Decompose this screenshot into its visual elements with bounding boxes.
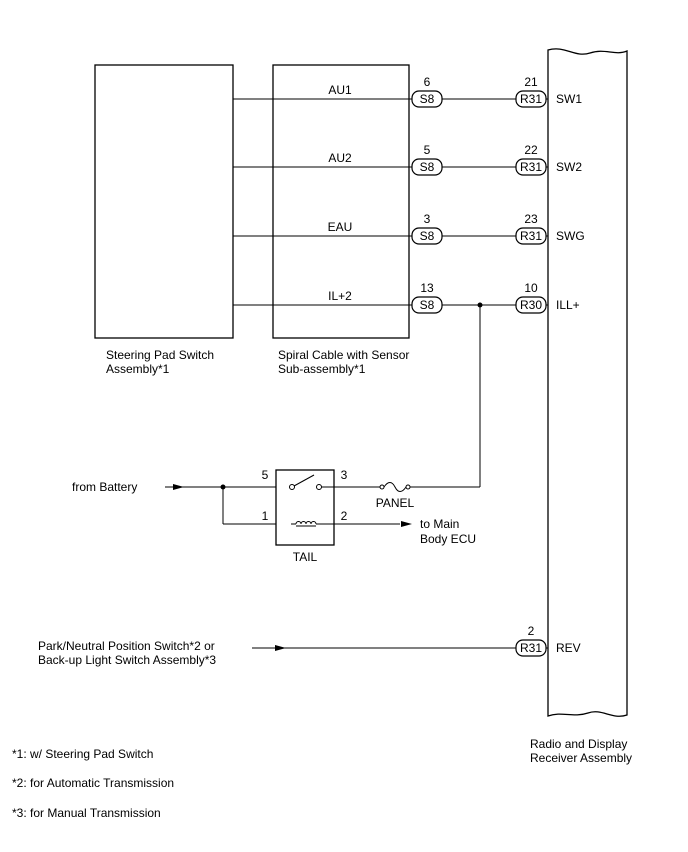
s8-connector-label: S8 (420, 229, 435, 243)
s8-connector (411, 158, 443, 176)
footnote: *1: w/ Steering Pad Switch (12, 747, 153, 761)
footnote: *3: for Manual Transmission (12, 806, 161, 820)
terminal-sw2: SW2 (556, 160, 582, 174)
r-pin-number: 22 (524, 143, 538, 157)
s8-pin-number: 6 (424, 75, 431, 89)
s8-connector (411, 227, 443, 245)
r-connector-label: R31 (520, 160, 542, 174)
radio-receiver-label: Receiver Assembly (530, 751, 632, 765)
battery-arrow (165, 484, 291, 525)
radio-receiver-label: Radio and Display (530, 737, 627, 751)
r-connector-label: R31 (520, 229, 542, 243)
relay-pin-3: 3 (341, 468, 348, 482)
steering-pad-label: Steering Pad Switch (106, 348, 214, 362)
radio-receiver-block (547, 48, 628, 717)
s8-connector-label: S8 (420, 92, 435, 106)
r31-connector (515, 227, 547, 245)
r-pin-number: 23 (524, 212, 538, 226)
wire-label-au2: AU2 (328, 151, 352, 165)
tail-relay-label: TAIL (293, 550, 318, 564)
s8-connector (411, 296, 443, 314)
s8-pin-number: 13 (420, 281, 434, 295)
rev-pin-number: 2 (528, 624, 535, 638)
spiral-cable-box (272, 64, 410, 339)
terminal-swg: SWG (556, 229, 585, 243)
s8-connector (411, 90, 443, 108)
panel-fuse-label: PANEL (376, 496, 415, 510)
s8-pin-number: 5 (424, 143, 431, 157)
s8-connector-label: S8 (420, 160, 435, 174)
spiral-cable-label: Sub-assembly*1 (278, 362, 366, 376)
relay-pin-2: 2 (341, 509, 348, 523)
s8-connector-label: S8 (420, 298, 435, 312)
steering-pad-switch-box (94, 64, 234, 339)
terminal-sw1: SW1 (556, 92, 582, 106)
from-battery-label: from Battery (72, 480, 137, 494)
relay-pin-1: 1 (262, 509, 269, 523)
r31-connector (515, 90, 547, 108)
rev-connector-label: R31 (520, 641, 542, 655)
r30-connector (515, 296, 547, 314)
r-pin-number: 10 (524, 281, 538, 295)
r-connector-label: R30 (520, 298, 542, 312)
wire-label-eau: EAU (328, 220, 353, 234)
spiral-cable-label: Spiral Cable with Sensor (278, 348, 409, 362)
r-connector-label: R31 (520, 92, 542, 106)
r31-connector (515, 158, 547, 176)
to-main-body-ecu-label: Body ECU (420, 532, 476, 546)
steering-pad-label: Assembly*1 (106, 362, 170, 376)
relay-coil (291, 521, 412, 527)
panel-fuse (370, 480, 411, 494)
r-pin-number: 21 (524, 75, 538, 89)
s8-pin-number: 3 (424, 212, 431, 226)
terminal-ill: ILL+ (556, 298, 580, 312)
relay-pin-5: 5 (262, 468, 269, 482)
pnp-switch-label: Park/Neutral Position Switch*2 or (38, 639, 215, 653)
terminal-rev: REV (556, 641, 581, 655)
pnp-switch-label: Back-up Light Switch Assembly*3 (38, 653, 216, 667)
wire-label-au1: AU1 (328, 83, 352, 97)
footnote: *2: for Automatic Transmission (12, 776, 174, 790)
rev-wire (252, 645, 548, 651)
r31-connector (515, 639, 547, 657)
tail-relay-box (275, 469, 335, 546)
to-main-body-ecu-label: to Main (420, 517, 459, 531)
wire-label-il2: IL+2 (328, 289, 352, 303)
